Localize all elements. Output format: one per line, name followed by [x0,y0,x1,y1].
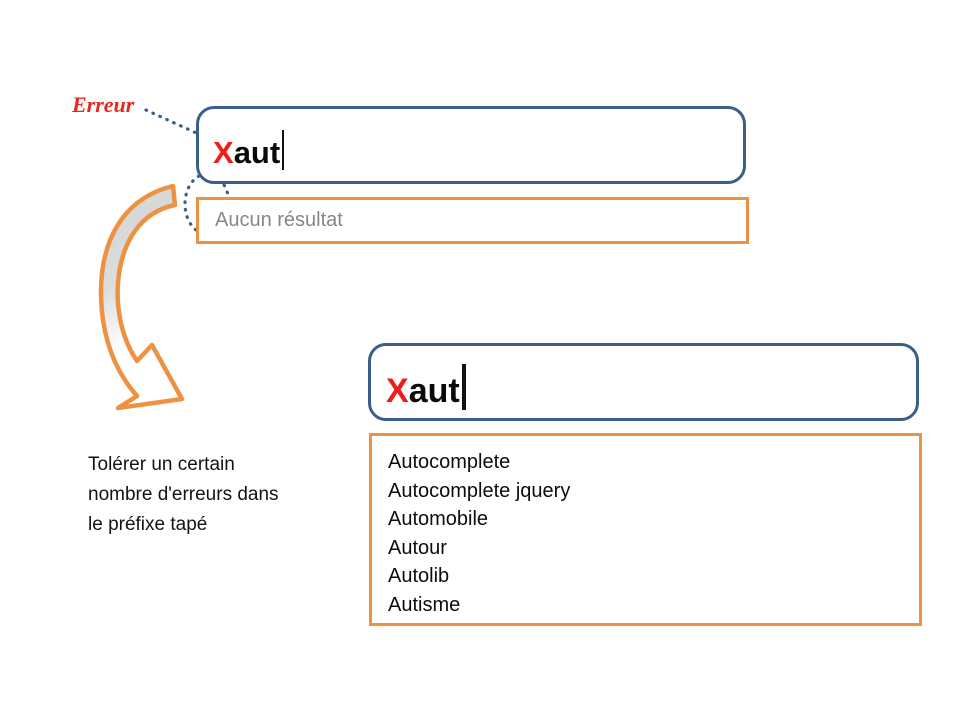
typo-character: X [213,134,234,170]
error-label: Erreur [72,92,135,117]
caption-line: le préfixe tapé [88,514,208,535]
results-panel-suggestions[interactable]: Autocomplete Autocomplete jquery Automob… [369,433,922,626]
suggestion-item[interactable]: Autolib [388,565,450,587]
query-remainder: aut [408,372,460,410]
text-caret [461,364,466,410]
typo-character: X [386,372,409,410]
caption-line: Tolérer un certain [88,454,235,475]
suggestion-item[interactable]: Automobile [388,508,489,530]
caption-text: Tolérer un certain nombre d'erreurs dans… [88,450,328,540]
caption-line: nombre d'erreurs dans [88,484,279,505]
suggestion-item[interactable]: Autocomplete [388,451,511,473]
no-results-message: Aucun résultat [215,209,343,231]
suggestion-item[interactable]: Autisme [388,593,461,616]
suggestion-item[interactable]: Autour [388,536,447,559]
text-caret [282,129,285,170]
suggestion-item[interactable]: Autocomplete jquery [388,479,571,502]
query-remainder: aut [233,134,281,170]
curved-arrow-icon [98,183,185,411]
results-panel-empty: Aucun résultat [196,197,749,244]
